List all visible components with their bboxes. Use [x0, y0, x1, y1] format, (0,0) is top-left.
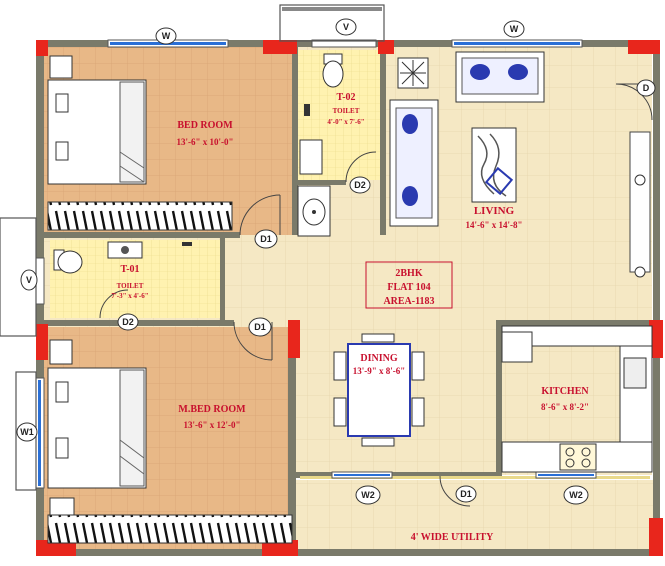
- door-swing-utility: [439, 475, 471, 507]
- toilet-1-dims: 7'-3" x 4'-6": [111, 292, 148, 300]
- door-swing-bedroom: [239, 194, 281, 236]
- door-swing-toilet-2: [345, 151, 377, 183]
- toilet-2-dims: 4'-0" x 7'-6": [327, 118, 364, 126]
- master-side-table-icon: [49, 339, 73, 365]
- door-tag-d2-t02: D2: [354, 180, 366, 190]
- door-tags: [117, 79, 656, 503]
- utility-name: 4' WIDE UTILITY: [411, 532, 494, 543]
- toilet-1-sub: TOILET: [117, 282, 144, 290]
- kitchen-sink-icon: [623, 357, 647, 389]
- wardrobe-bedroom-icon: [47, 201, 233, 231]
- door-tag-d1-master: D1: [254, 322, 266, 332]
- bed-icon: [47, 79, 147, 185]
- plant-icon: [397, 57, 429, 89]
- window-tag-w2-left: W2: [361, 490, 375, 500]
- master-bedroom-name: M.BED ROOM: [178, 404, 246, 415]
- flat-area: AREA-1183: [383, 296, 434, 307]
- window-tags: [16, 18, 589, 505]
- master-bedroom-dims: 13'-6" x 12'-0": [184, 420, 241, 430]
- window-tag-w-top: W: [162, 31, 171, 41]
- dining-name: DINING: [360, 353, 397, 364]
- toilet-2-basin-icon: [299, 139, 323, 175]
- toilet-2-wc-icon: [322, 53, 344, 88]
- window-tag-w1: W1: [20, 427, 34, 437]
- toilet-2-sub: TOILET: [333, 107, 360, 115]
- door-tag-main: D: [643, 83, 650, 93]
- toilet-2-name: T-02: [336, 92, 355, 103]
- tv-unit-icon: [629, 131, 651, 273]
- dining-table-icon: [333, 333, 425, 447]
- window-tag-v-left: V: [26, 275, 32, 285]
- door-tag-d1-utility: D1: [460, 489, 472, 499]
- kitchen-name: KITCHEN: [541, 386, 589, 397]
- kitchen-counter-icon: [501, 325, 653, 473]
- stove-icon: [559, 443, 597, 471]
- door-swing-master-bedroom: [233, 321, 273, 361]
- kitchen-dims: 8'-6" x 8'-2": [541, 402, 589, 412]
- wash-basin-icon: [297, 185, 331, 237]
- balcony-projection-top: [279, 4, 385, 42]
- bedroom-dims: 13'-6" x 10'-0": [177, 137, 234, 147]
- flat-number: FLAT 104: [387, 282, 430, 293]
- window-tag-w-living: W: [510, 24, 519, 34]
- door-tag-d2-t01: D2: [122, 317, 134, 327]
- bedroom-name: BED ROOM: [177, 120, 233, 131]
- wardrobe-master-icon: [47, 514, 293, 544]
- living-dims: 14'-6" x 14'-8": [466, 220, 523, 230]
- door-tag-d1-bedroom: D1: [260, 234, 272, 244]
- toilet-1-wc-icon: [53, 249, 83, 274]
- flat-type: 2BHK: [395, 268, 422, 279]
- window-tag-v-top: V: [343, 22, 349, 32]
- master-bed-icon: [47, 367, 147, 489]
- flat-info-box: [365, 261, 453, 309]
- side-table-icon: [49, 55, 73, 79]
- ventilator-toilet-top: [311, 39, 377, 48]
- armchair-icon: [455, 51, 545, 103]
- door-swing-toilet-1: [99, 289, 129, 319]
- toilet-1-name: T-01: [120, 264, 139, 275]
- dining-dims: 13'-9" x 8'-6": [353, 366, 406, 376]
- living-name: LIVING: [474, 205, 515, 217]
- coffee-table-icon: [471, 127, 517, 203]
- window-tag-w2-right: W2: [569, 490, 583, 500]
- sofa-icon: [389, 99, 439, 227]
